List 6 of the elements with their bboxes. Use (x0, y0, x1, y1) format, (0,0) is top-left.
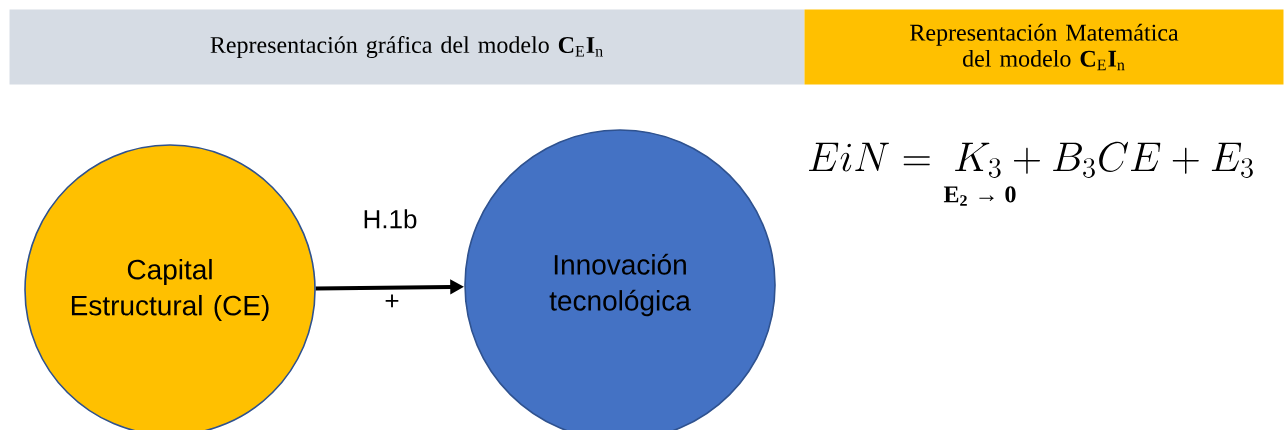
edge-label: H.1b (364, 209, 417, 229)
header-band: Representación gráfica del modelo C$_{E}$I$_{n}$ (9, 9, 805, 85)
equation: $EiN = \ K_{3}+ B_{3}CE + E_{3}$ (809, 141, 1253, 178)
equation-note: E$_{2}$ → 0 (943, 186, 1016, 206)
header-band: Representación Matemática del modelo C$_{E}$I$_{n}$ (804, 9, 1284, 85)
sign-label: + (385, 294, 399, 308)
